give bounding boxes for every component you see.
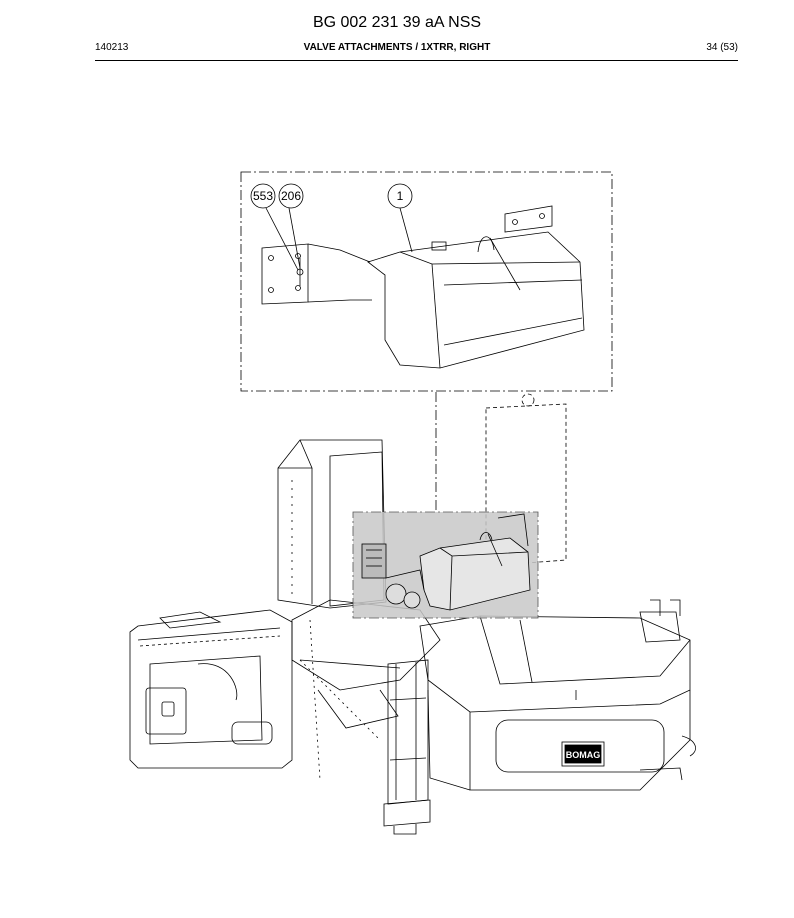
callout-1: 1 xyxy=(387,183,413,209)
detail-valve-cover xyxy=(367,205,585,369)
section-title: VALVE ATTACHMENTS / 1XTRR, RIGHT xyxy=(303,42,491,53)
page-number: 34 (53) xyxy=(706,42,738,53)
machine-frame xyxy=(129,393,696,835)
callout-label: 553 xyxy=(253,189,273,203)
date-code: 140213 xyxy=(95,42,129,53)
badge-text: BOMAG xyxy=(566,750,601,760)
detail-box xyxy=(240,171,613,392)
callout-553: 553 xyxy=(250,183,276,209)
detail-bracket xyxy=(261,207,372,305)
callout-label: 206 xyxy=(281,189,301,203)
machine-badge: BOMAG xyxy=(561,741,605,767)
document-number: BG 002 231 39 aA NSS xyxy=(312,14,482,31)
header-rule xyxy=(95,60,738,61)
callout-label: 1 xyxy=(397,189,404,203)
installed-valve-assembly xyxy=(361,513,531,611)
callout-206: 206 xyxy=(278,183,304,209)
